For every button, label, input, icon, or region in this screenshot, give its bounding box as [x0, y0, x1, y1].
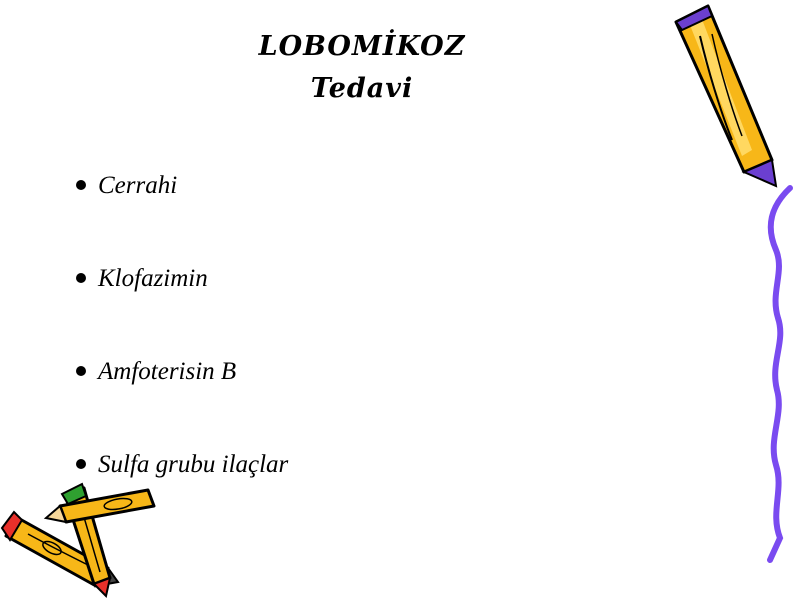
bullet-dot-icon — [76, 273, 86, 283]
title-line-1: LOBOMİKOZ — [258, 31, 466, 62]
bullet-dot-icon — [76, 180, 86, 190]
bullet-dot-icon — [76, 366, 86, 376]
bullet-text: Amfoterisin B — [98, 358, 237, 385]
squiggle-line-icon — [767, 185, 793, 563]
bullet-text: Klofazimin — [98, 265, 208, 292]
bullet-text: Sulfa grubu ilaçlar — [98, 451, 289, 478]
bullet-dot-icon — [76, 459, 86, 469]
pencil-bottom-left-3-icon — [43, 488, 156, 524]
title-line-2: Tedavi — [310, 73, 414, 104]
pencil-bottom-left-2-icon — [60, 482, 112, 598]
slide-title: LOBOMİKOZ Tedavi — [0, 26, 724, 110]
pencil-bottom-left-1-icon — [0, 510, 120, 588]
bullet-text: Cerrahi — [98, 172, 178, 199]
